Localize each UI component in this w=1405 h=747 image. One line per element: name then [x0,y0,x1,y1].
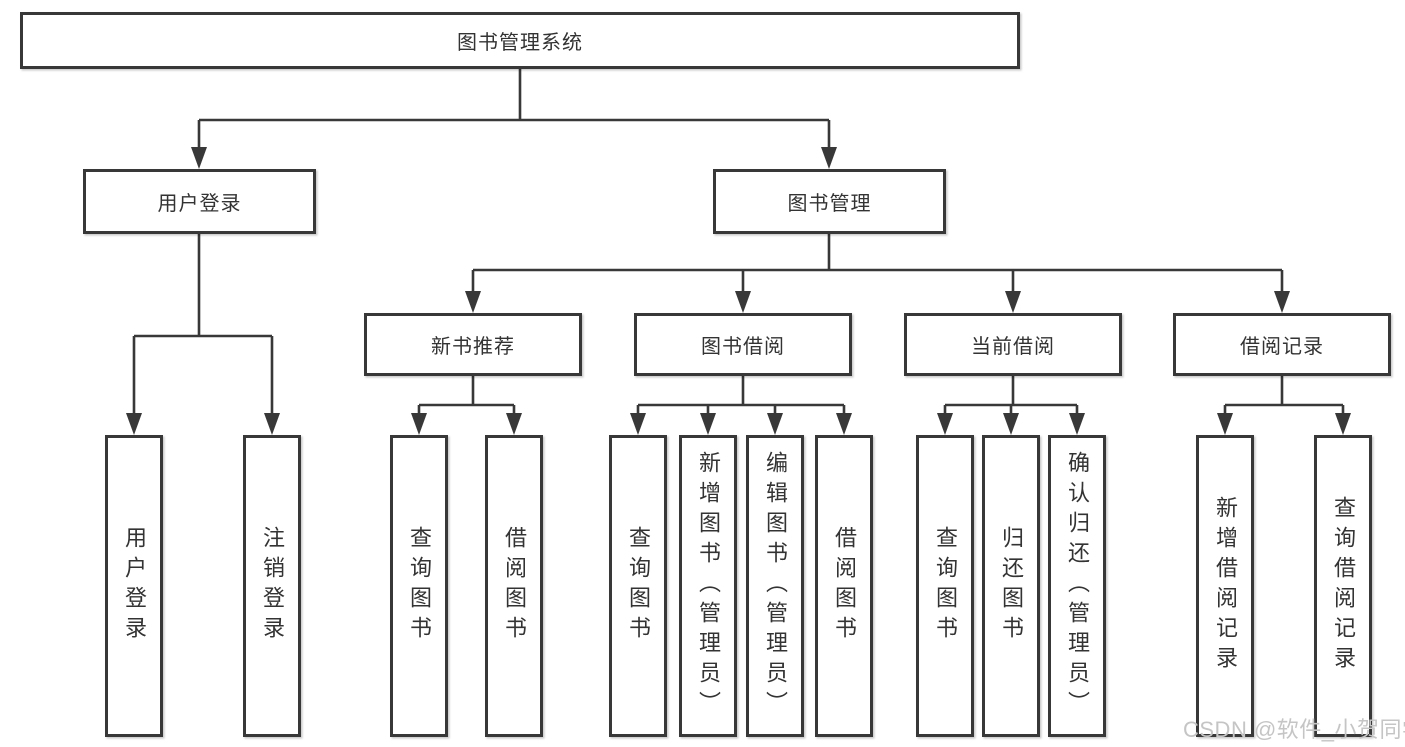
arrowhead [411,413,427,435]
leaf-logout: 注销登录 [243,435,301,737]
connector-line [197,68,831,147]
connector-line [1223,375,1345,414]
leaf-current-return: 归还图书 [982,435,1040,737]
connector-line [471,233,1284,291]
connector-current-borrow-to-leaves [937,375,1085,435]
leaf-current-query: 查询图书 [916,435,974,737]
node-user-login: 用户登录 [83,169,316,234]
leaf-user-login: 用户登录 [105,435,163,737]
arrowhead [126,413,142,435]
arrowhead [937,413,953,435]
leaf-borrow-book: 借阅图书 [815,435,873,737]
connector-line [943,375,1079,414]
arrowhead [1005,291,1021,313]
arrowhead [630,413,646,435]
node-book-management: 图书管理 [713,169,946,234]
arrowhead [264,413,280,435]
connector-new-book-to-leaves [411,375,522,435]
connector-user-login-to-leaves [126,233,280,435]
arrowhead [821,147,837,169]
leaf-newbook-borrow: 借阅图书 [485,435,543,737]
arrowhead [767,413,783,435]
connector-line [132,233,274,413]
leaf-record-add: 新增借阅记录 [1196,435,1254,737]
leaf-newbook-query: 查询图书 [390,435,448,737]
connector-line [417,375,516,414]
node-borrow-records: 借阅记录 [1173,313,1391,376]
node-root: 图书管理系统 [20,12,1020,69]
connector-root-to-level2 [191,68,837,169]
node-book-borrow: 图书借阅 [634,313,852,376]
node-current-borrow: 当前借阅 [904,313,1122,376]
connector-book-management-to-level3 [465,233,1290,313]
arrowhead [1335,413,1351,435]
arrowhead [506,413,522,435]
arrowhead [465,291,481,313]
arrowhead [1217,413,1233,435]
arrowhead [735,291,751,313]
leaf-borrow-query: 查询图书 [609,435,667,737]
connector-borrow-records-to-leaves [1217,375,1351,435]
node-new-book-recommend: 新书推荐 [364,313,582,376]
leaf-borrow-edit-admin: 编辑图书（管理员） [746,435,804,737]
leaf-record-query: 查询借阅记录 [1314,435,1372,737]
arrowhead [191,147,207,169]
arrowhead [836,413,852,435]
arrowhead [1069,413,1085,435]
connector-line [636,375,846,414]
leaf-current-confirm-admin: 确认归还（管理员） [1048,435,1106,737]
leaf-borrow-add-admin: 新增图书（管理员） [679,435,737,737]
csdn-watermark: CSDN @软件_小贺同学 [1183,717,1405,742]
arrowhead [700,413,716,435]
arrowhead [1274,291,1290,313]
arrowhead [1003,413,1019,435]
connector-book-borrow-to-leaves [630,375,852,435]
